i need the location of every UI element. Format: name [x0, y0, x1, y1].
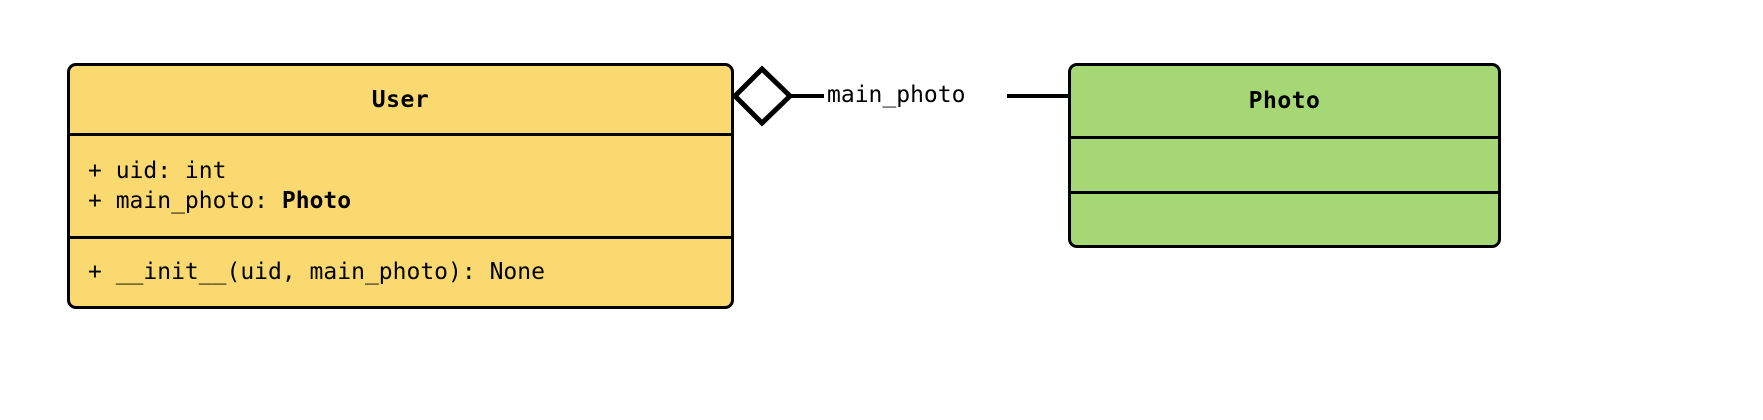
class-user-name: User: [371, 86, 430, 113]
aggregation-diamond-icon: [731, 65, 794, 127]
attribute-main-photo-type: Photo: [281, 188, 352, 214]
class-photo-methods-compartment: [1071, 194, 1498, 245]
class-user-methods-compartment: + __init__(uid, main_photo): None: [70, 239, 731, 306]
class-photo-attributes-compartment: [1071, 139, 1498, 194]
class-user-attribute-uid: + uid: int: [70, 156, 731, 186]
class-user-title-compartment: User: [70, 66, 731, 136]
class-user-attribute-main-photo: + main_photo: Photo: [70, 186, 731, 216]
class-user-method-init: + __init__(uid, main_photo): None: [88, 259, 545, 286]
class-photo-title-compartment: Photo: [1071, 66, 1498, 139]
association-label: main_photo: [824, 82, 969, 108]
attribute-uid-text: + uid: int: [88, 157, 227, 184]
class-user-attributes-compartment: + uid: int + main_photo: Photo: [70, 136, 731, 239]
attribute-main-photo-text: + main_photo:: [88, 188, 282, 214]
uml-class-user[interactable]: User + uid: int + main_photo: Photo + __…: [67, 63, 734, 309]
uml-class-photo[interactable]: Photo: [1068, 63, 1501, 248]
class-photo-name: Photo: [1248, 88, 1321, 114]
